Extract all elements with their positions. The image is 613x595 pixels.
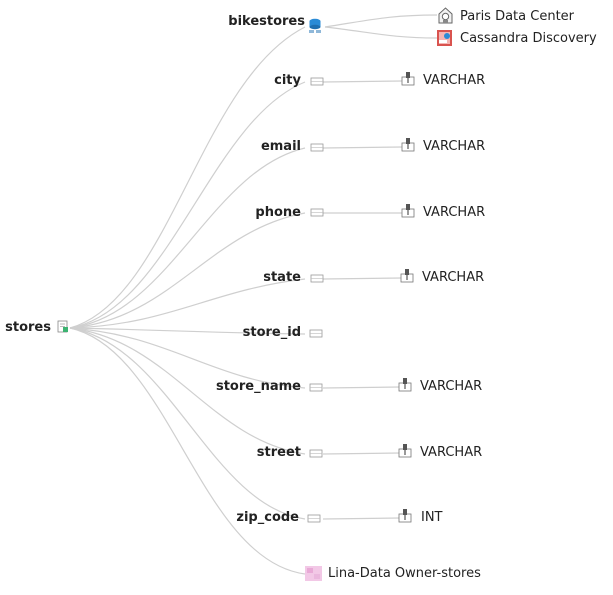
edge-root-phone xyxy=(69,212,306,329)
column-label-email: email xyxy=(261,139,301,154)
column-icon xyxy=(309,449,323,458)
column-icon xyxy=(307,514,321,523)
type-label-email: VARCHAR xyxy=(423,139,485,154)
type-node-zip-code[interactable]: INT xyxy=(398,509,443,525)
paris-label: Paris Data Center xyxy=(460,9,575,24)
column-node-state[interactable]: state xyxy=(263,270,324,285)
edge-bikestores-cassandra xyxy=(324,26,438,39)
database-icon xyxy=(309,18,321,33)
column-icon xyxy=(310,77,324,86)
type-node-street[interactable]: VARCHAR xyxy=(398,444,482,460)
root-node[interactable]: stores xyxy=(5,320,68,335)
column-label-phone: phone xyxy=(255,205,301,220)
cassandra-label: Cassandra Discovery xyxy=(460,31,597,46)
table-icon xyxy=(57,320,68,333)
column-node-store-name[interactable]: store_name xyxy=(216,379,323,394)
type-label-state: VARCHAR xyxy=(422,270,484,285)
edge-street-type xyxy=(322,452,401,455)
bikestores-label: bikestores xyxy=(228,14,305,29)
column-label-city: city xyxy=(274,73,301,88)
column-label-store-id: store_id xyxy=(243,325,301,340)
bikestores-node[interactable]: bikestores xyxy=(228,14,321,33)
link-paris[interactable]: Paris Data Center xyxy=(438,7,575,24)
column-icon xyxy=(309,329,323,338)
column-label-street: street xyxy=(257,445,301,460)
column-node-city[interactable]: city xyxy=(274,73,324,88)
datatype-icon xyxy=(398,509,412,523)
datatype-icon xyxy=(398,444,412,458)
type-label-city: VARCHAR xyxy=(423,73,485,88)
column-label-zip-code: zip_code xyxy=(236,510,299,525)
edge-city-type xyxy=(322,80,403,83)
data-center-icon xyxy=(438,7,453,24)
edge-zip-code-type xyxy=(322,517,401,520)
column-node-email[interactable]: email xyxy=(261,139,324,154)
edges xyxy=(69,14,438,575)
type-label-street: VARCHAR xyxy=(420,445,482,460)
edge-state-type xyxy=(322,277,403,280)
edge-root-city xyxy=(69,81,306,329)
column-icon xyxy=(310,274,324,283)
type-node-email[interactable]: VARCHAR xyxy=(401,138,485,154)
datatype-icon xyxy=(400,269,414,283)
column-icon xyxy=(309,383,323,392)
column-node-zip-code[interactable]: zip_code xyxy=(236,510,321,525)
datatype-icon xyxy=(401,72,415,86)
type-node-store-name[interactable]: VARCHAR xyxy=(398,378,482,394)
edge-bikestores-paris xyxy=(324,14,438,28)
edge-root-street xyxy=(69,327,306,455)
type-label-phone: VARCHAR xyxy=(423,205,485,220)
edge-root-bikestores xyxy=(69,26,306,329)
column-node-store-id[interactable]: store_id xyxy=(243,325,323,340)
owner-tag-icon xyxy=(305,566,322,581)
type-label-zip-code: INT xyxy=(421,510,443,525)
column-icon xyxy=(310,208,324,217)
column-icon xyxy=(310,143,324,152)
edge-root-state xyxy=(69,278,306,329)
column-label-store-name: store_name xyxy=(216,379,301,394)
edge-root-email xyxy=(69,147,306,329)
owner-label: Lina-Data Owner-stores xyxy=(328,566,481,581)
root-label: stores xyxy=(5,320,51,335)
type-label-store-name: VARCHAR xyxy=(420,379,482,394)
column-nodes: city VARCHAR email xyxy=(216,72,485,525)
column-label-state: state xyxy=(263,270,301,285)
owner-node[interactable]: Lina-Data Owner-stores xyxy=(305,566,481,581)
datatype-icon xyxy=(401,204,415,218)
edge-root-store-id xyxy=(69,327,306,335)
link-cassandra[interactable]: Cassandra Discovery xyxy=(437,30,597,46)
edge-root-zip-code xyxy=(69,327,306,520)
edge-root-store-name xyxy=(69,327,306,389)
type-node-phone[interactable]: VARCHAR xyxy=(401,204,485,220)
type-node-state[interactable]: VARCHAR xyxy=(400,269,484,285)
edge-store-name-type xyxy=(322,386,401,389)
column-node-street[interactable]: street xyxy=(257,445,323,460)
datatype-icon xyxy=(398,378,412,392)
column-node-phone[interactable]: phone xyxy=(255,205,324,220)
edge-email-type xyxy=(322,146,403,149)
datatype-icon xyxy=(401,138,415,152)
discovery-icon xyxy=(437,30,452,46)
type-node-city[interactable]: VARCHAR xyxy=(401,72,485,88)
edge-root-owner xyxy=(69,327,306,575)
